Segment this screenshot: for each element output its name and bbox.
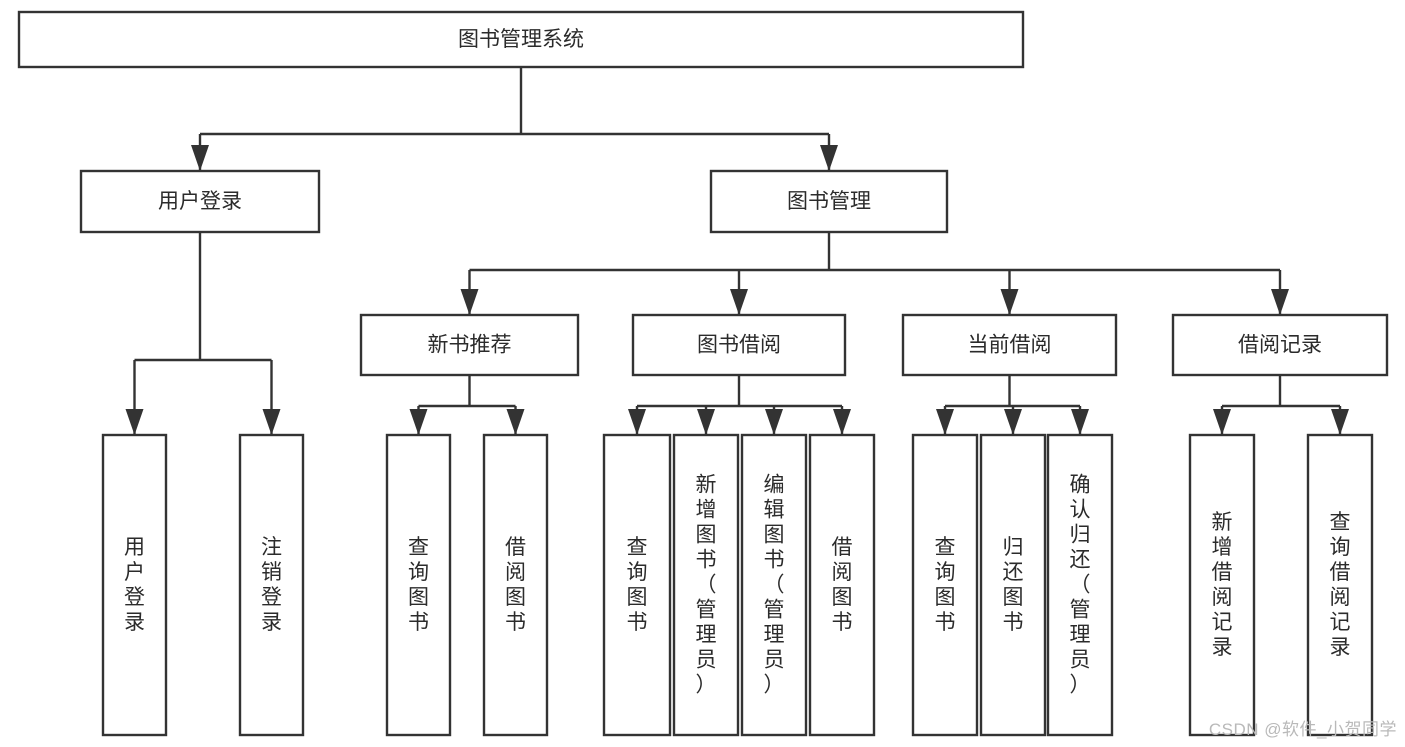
node-label-borrow-edit-book: 编辑图书（管理员） — [764, 474, 785, 697]
node-label-book-management: 图书管理 — [787, 190, 871, 213]
node-label-borrow-borrow-book: 借阅图书 — [832, 536, 853, 634]
arrow-down-icon-recommend-query-book — [409, 409, 428, 435]
node-box-current-query-book[interactable] — [911, 433, 979, 737]
node-borrow-record[interactable]: 借阅记录 — [1171, 313, 1389, 377]
node-box-user-login[interactable] — [79, 169, 321, 234]
node-box-record-query[interactable] — [1306, 433, 1374, 737]
arrow-down-icon-recommend-borrow-book — [506, 409, 525, 435]
node-label-current-return-book: 归还图书 — [1003, 536, 1024, 634]
arrow-down-icon-user-logout — [262, 409, 281, 435]
connectors-layer — [125, 67, 1349, 435]
arrow-down-icon-current-confirm-return — [1071, 409, 1089, 435]
arrow-down-icon-borrow-edit-book — [765, 409, 783, 435]
node-box-borrow-record[interactable] — [1171, 313, 1389, 377]
node-current-borrow[interactable]: 当前借阅 — [901, 313, 1118, 377]
arrow-down-icon-current-return-book — [1004, 409, 1022, 435]
node-box-borrow-query-book[interactable] — [602, 433, 672, 737]
node-borrow-borrow-book[interactable]: 借阅图书 — [808, 433, 876, 737]
node-label-new-book-recommend: 新书推荐 — [428, 334, 512, 357]
arrow-down-icon-borrow-record — [1271, 289, 1289, 315]
node-label-current-query-book: 查询图书 — [935, 536, 956, 634]
node-label-borrow-query-book: 查询图书 — [627, 536, 648, 634]
node-box-user-login-do[interactable] — [101, 433, 168, 737]
node-book-borrow[interactable]: 图书借阅 — [631, 313, 847, 377]
node-borrow-query-book[interactable]: 查询图书 — [602, 433, 672, 737]
node-label-root: 图书管理系统 — [458, 28, 584, 51]
node-label-current-borrow: 当前借阅 — [968, 334, 1052, 357]
node-box-current-confirm-return[interactable] — [1046, 433, 1114, 737]
node-record-add[interactable]: 新增借阅记录 — [1188, 433, 1256, 737]
node-label-user-login: 用户登录 — [158, 190, 242, 213]
node-box-book-management[interactable] — [709, 169, 949, 234]
node-label-borrow-record: 借阅记录 — [1238, 334, 1322, 357]
node-label-record-add: 新增借阅记录 — [1212, 511, 1233, 659]
node-label-recommend-borrow-book: 借阅图书 — [505, 536, 526, 634]
arrow-down-icon-book-management — [820, 145, 838, 171]
node-box-borrow-edit-book[interactable] — [740, 433, 808, 737]
node-label-recommend-query-book: 查询图书 — [408, 536, 429, 634]
arrow-down-icon-user-login — [191, 145, 209, 171]
arrow-down-icon-current-borrow — [1000, 289, 1019, 315]
node-user-logout[interactable]: 注销登录 — [238, 433, 305, 737]
watermark-text: CSDN @软件_小贺同学 — [1208, 720, 1397, 739]
node-user-login[interactable]: 用户登录 — [79, 169, 321, 234]
node-label-user-login-do: 用户登录 — [124, 536, 145, 634]
node-recommend-borrow-book[interactable]: 借阅图书 — [482, 433, 549, 737]
node-label-book-borrow: 图书借阅 — [697, 334, 781, 357]
node-box-root[interactable] — [17, 10, 1025, 69]
arrow-down-icon-record-add — [1213, 409, 1231, 435]
arrow-down-icon-user-login-do — [125, 409, 144, 435]
node-box-recommend-borrow-book[interactable] — [482, 433, 549, 737]
arrow-down-icon-borrow-add-book — [697, 409, 715, 435]
nodes-layer: 图书管理系统用户登录用户登录注销登录图书管理新书推荐查询图书借阅图书图书借阅查询… — [17, 10, 1389, 737]
arrow-down-icon-book-borrow — [730, 289, 748, 315]
node-current-query-book[interactable]: 查询图书 — [911, 433, 979, 737]
node-current-return-book[interactable]: 归还图书 — [979, 433, 1047, 737]
arrow-down-icon-new-book-recommend — [460, 289, 479, 315]
arrow-down-icon-record-query — [1331, 409, 1349, 435]
node-user-login-do[interactable]: 用户登录 — [101, 433, 168, 737]
node-box-current-borrow[interactable] — [901, 313, 1118, 377]
node-record-query[interactable]: 查询借阅记录 — [1306, 433, 1374, 737]
node-box-borrow-add-book[interactable] — [672, 433, 740, 737]
node-box-current-return-book[interactable] — [979, 433, 1047, 737]
node-box-borrow-borrow-book[interactable] — [808, 433, 876, 737]
node-box-user-logout[interactable] — [238, 433, 305, 737]
node-borrow-add-book[interactable]: 新增图书（管理员） — [672, 433, 740, 737]
node-label-borrow-add-book: 新增图书（管理员） — [696, 474, 717, 697]
node-box-book-borrow[interactable] — [631, 313, 847, 377]
node-new-book-recommend[interactable]: 新书推荐 — [359, 313, 580, 377]
node-box-record-add[interactable] — [1188, 433, 1256, 737]
node-recommend-query-book[interactable]: 查询图书 — [385, 433, 452, 737]
node-root[interactable]: 图书管理系统 — [17, 10, 1025, 69]
node-label-user-logout: 注销登录 — [261, 536, 282, 634]
arrow-down-icon-current-query-book — [936, 409, 954, 435]
node-label-current-confirm-return: 确认归还（管理员） — [1070, 474, 1091, 697]
arrow-down-icon-borrow-query-book — [628, 409, 646, 435]
node-book-management[interactable]: 图书管理 — [709, 169, 949, 234]
arrow-down-icon-borrow-borrow-book — [833, 409, 851, 435]
node-current-confirm-return[interactable]: 确认归还（管理员） — [1046, 433, 1114, 737]
node-box-recommend-query-book[interactable] — [385, 433, 452, 737]
node-borrow-edit-book[interactable]: 编辑图书（管理员） — [740, 433, 808, 737]
node-box-new-book-recommend[interactable] — [359, 313, 580, 377]
node-label-record-query: 查询借阅记录 — [1330, 511, 1351, 659]
